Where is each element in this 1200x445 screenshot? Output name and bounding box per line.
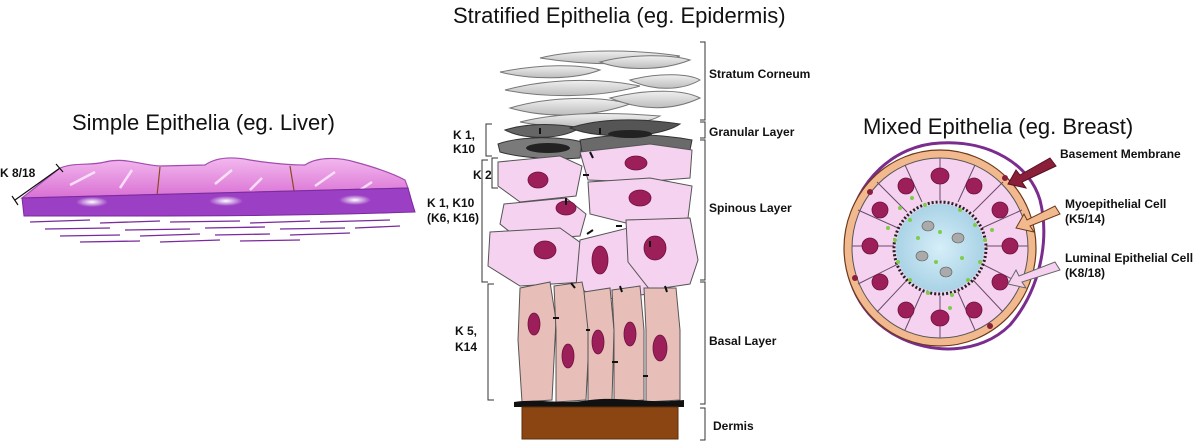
basal-layer-label: Basal Layer: [709, 334, 777, 348]
simple-keratin-label: K 8/18: [0, 166, 36, 180]
luminal-nuclei: [861, 167, 1019, 327]
apical-border: [892, 200, 988, 296]
simple-epithelium: [11, 157, 416, 243]
stratified-epithelia-title: Stratified Epithelia (eg. Epidermis): [453, 3, 786, 28]
basement-membrane-arrow: [1007, 157, 1057, 189]
simple-nucleus: [339, 195, 371, 205]
lumen: [896, 204, 984, 292]
basement-jagged: [514, 398, 684, 407]
keratin-k5-label: K 5,: [455, 324, 478, 338]
keratin-k14-label: K14: [455, 340, 478, 354]
keratin-dots: [886, 196, 994, 310]
simple-nucleus: [76, 197, 108, 207]
simple-nucleus: [209, 196, 243, 206]
myoepithelial-keratin-label: (K5/14): [1065, 212, 1106, 226]
stratum-corneum: [499, 50, 702, 128]
keratin-brackets: [481, 123, 498, 401]
basal-nuclei: [527, 312, 668, 369]
spinous-layer: [487, 143, 699, 301]
keratin-k6-k16-label: (K6, K16): [427, 211, 480, 225]
simple-keratin-bracket: [14, 167, 61, 201]
myoepithelial-cell-label: Myoepithelial Cell: [1065, 197, 1167, 211]
spinous-nuclei: [527, 155, 667, 275]
basement-fibers: [29, 219, 401, 243]
dermis-label: Dermis: [713, 419, 754, 433]
basement-membrane-label: Basement Membrane: [1060, 147, 1181, 161]
keratin-k10-label: K10: [453, 142, 476, 156]
stratified-epithelium: [481, 41, 706, 441]
luminal-cell-label: Luminal Epithelial Cell: [1065, 251, 1194, 265]
mixed-epithelium: [843, 141, 1061, 351]
dermis: [521, 406, 679, 440]
lumen-secretions: [915, 220, 965, 278]
simple-epithelia-title: Simple Epithelia (eg. Liver): [72, 110, 335, 135]
mixed-epithelia-title: Mixed Epithelia (eg. Breast): [863, 114, 1134, 139]
luminal-keratin-label: (K8/18): [1065, 266, 1106, 280]
stratum-corneum-label: Stratum Corneum: [709, 67, 811, 81]
keratin-k1-label: K 1,: [453, 128, 476, 142]
granular-layer: [497, 119, 693, 160]
keratin-k1-k10-label: K 1, K10: [427, 196, 475, 210]
keratin-k2-label: K 2: [473, 168, 492, 182]
granular-layer-label: Granular Layer: [709, 125, 795, 139]
luminal-arrow: [1007, 261, 1061, 289]
spinous-layer-label: Spinous Layer: [709, 201, 792, 215]
desmosomes: [539, 128, 668, 377]
myoepithelial-arrow: [1015, 205, 1061, 233]
layer-brackets: [700, 41, 706, 441]
